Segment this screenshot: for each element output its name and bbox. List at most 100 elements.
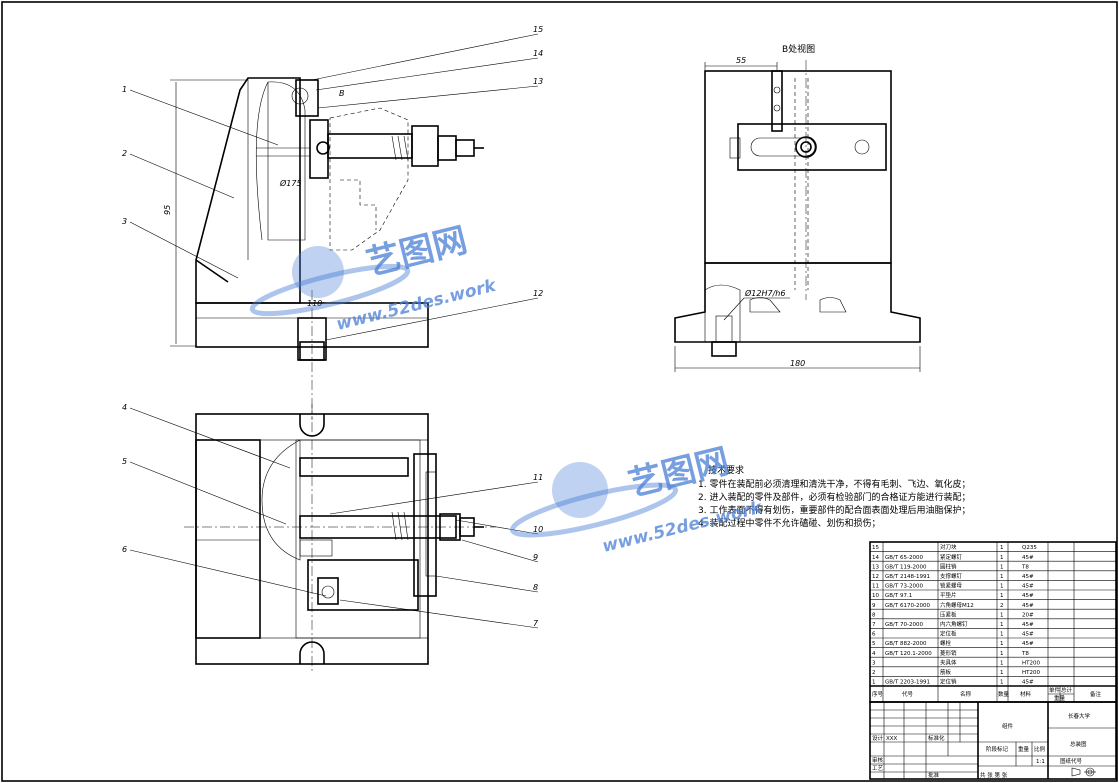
bom-cell-code: GB/T 65-2000 bbox=[885, 555, 923, 561]
bom-cell-mat: 45# bbox=[1022, 593, 1034, 599]
bom-cell-name: 锁紧螺母 bbox=[940, 582, 963, 590]
bom-cell-qty: 1 bbox=[1000, 545, 1004, 551]
tech-req-title: 技术要求 bbox=[708, 464, 744, 476]
bom-cell-name: 圆柱销 bbox=[940, 562, 957, 570]
bom-cell-code: GB/T 6170-2000 bbox=[885, 603, 930, 609]
bom-header-unit: 单件 bbox=[1049, 686, 1061, 694]
top-view bbox=[184, 404, 496, 672]
bom-cell-code: GB/T 882-2000 bbox=[885, 641, 927, 647]
tb-drawing-no: 图纸代号 bbox=[1060, 757, 1083, 765]
tech-req-line-4: 4. 装配过程中零件不允许磕碰、划伤和损伤； bbox=[698, 517, 880, 529]
dim-fit: Ø12H7/h6 bbox=[744, 288, 785, 298]
tb-drawing: 总装图 bbox=[1070, 740, 1087, 748]
bom-cell-code: GB/T 119-2000 bbox=[885, 564, 927, 570]
callout-14: 14 bbox=[533, 49, 543, 58]
tb-approve: 批准 bbox=[928, 771, 940, 779]
callout-9: 9 bbox=[533, 553, 538, 562]
bom-cell-name: 螺栓 bbox=[940, 639, 952, 647]
view-b-label: B处视图 bbox=[782, 43, 815, 55]
bom-cell-no: 5 bbox=[872, 641, 876, 647]
bom-header-total: 总计 bbox=[1061, 686, 1073, 694]
bom-cell-mat: 45# bbox=[1022, 641, 1034, 647]
bom-cell-no: 6 bbox=[872, 632, 876, 638]
callout-4: 4 bbox=[122, 403, 127, 412]
bom-header-code: 代号 bbox=[902, 690, 914, 698]
tb-weight-label: 重量 bbox=[1018, 745, 1030, 753]
bom-cell-no: 9 bbox=[872, 603, 876, 609]
bom-cell-no: 10 bbox=[872, 593, 879, 599]
bom-cell-qty: 1 bbox=[1000, 641, 1004, 647]
dim-180: 180 bbox=[790, 359, 805, 368]
callout-11: 11 bbox=[533, 473, 543, 482]
bom-header-remark: 备注 bbox=[1090, 690, 1102, 698]
callout-10: 10 bbox=[533, 525, 543, 534]
bom-header-mat: 材料 bbox=[1020, 690, 1032, 698]
bom-cell-mat: HT200 bbox=[1022, 660, 1040, 666]
callout-15: 15 bbox=[533, 25, 543, 34]
bom-cell-name: 紧定螺钉 bbox=[940, 553, 963, 561]
bom-cell-mat: 45# bbox=[1022, 632, 1034, 638]
bom-header-weight: 重量 bbox=[1054, 694, 1066, 702]
bom-cell-mat: Q235 bbox=[1022, 545, 1037, 551]
tb-std: 标准化 bbox=[928, 734, 945, 742]
bom-cell-code: GB/T 2148-1991 bbox=[885, 574, 930, 580]
bom-cell-name: 菱形销 bbox=[940, 649, 957, 657]
tb-school: 长春大学 bbox=[1068, 712, 1091, 720]
callout-6: 6 bbox=[122, 545, 127, 554]
bom-cell-no: 1 bbox=[872, 680, 876, 686]
bom-cell-qty: 1 bbox=[1000, 612, 1004, 618]
bom-cell-no: 4 bbox=[872, 651, 876, 657]
dim-95: 95 bbox=[163, 205, 172, 215]
bom-cell-name: 定位板 bbox=[940, 630, 957, 638]
bom-cell-mat: 20# bbox=[1022, 612, 1034, 618]
bom-cell-qty: 1 bbox=[1000, 555, 1004, 561]
bom-cell-mat: 45# bbox=[1022, 603, 1034, 609]
bom-cell-no: 8 bbox=[872, 612, 876, 618]
callout-7: 7 bbox=[533, 619, 539, 628]
tb-design: 设计 bbox=[872, 734, 884, 742]
callout-5: 5 bbox=[122, 457, 127, 466]
technical-requirements: 技术要求 1. 零件在装配前必须清理和清洗干净，不得有毛刺、飞边、氧化皮； 2.… bbox=[698, 464, 970, 529]
tb-sheets: 共 张 第 张 bbox=[980, 771, 1008, 779]
title-block: 组件 长春大学 总装图 阶段标记 重量 比例 1:1 图纸代号 设计 XXX 标… bbox=[869, 701, 1117, 780]
bom-cell-name: 定位销 bbox=[940, 678, 957, 686]
bom-cell-qty: 1 bbox=[1000, 564, 1004, 570]
projection-symbol-icon bbox=[1071, 767, 1096, 777]
bom-cell-name: 内六角螺钉 bbox=[940, 620, 968, 628]
watermark-1: 艺图网 www.52des.work bbox=[249, 220, 499, 335]
callout-3: 3 bbox=[122, 217, 127, 226]
tech-req-line-3: 3. 工作表面不得有划伤，重要部件的配合面表面处理后用油脂保护； bbox=[698, 504, 970, 516]
bom-cell-name: 压紧板 bbox=[940, 610, 957, 618]
bom-cell-no: 3 bbox=[872, 660, 876, 666]
bom-cell-code: GB/T 120.1-2000 bbox=[885, 651, 932, 657]
callouts-front: 1 2 3 15 14 13 12 bbox=[122, 25, 543, 341]
bom-cell-no: 14 bbox=[872, 555, 879, 561]
bom-cell-qty: 1 bbox=[1000, 584, 1004, 590]
dim-b: B bbox=[339, 89, 345, 98]
watermark-brand: 艺图网 bbox=[363, 220, 472, 283]
dim-110: 110 bbox=[307, 299, 322, 308]
dim-55: 55 bbox=[736, 56, 746, 65]
bom-cell-mat: 45# bbox=[1022, 680, 1034, 686]
tech-req-line-2: 2. 进入装配的零件及部件，必须有检验部门的合格证方能进行装配； bbox=[698, 491, 970, 503]
bom-cell-qty: 1 bbox=[1000, 660, 1004, 666]
bom-cell-qty: 1 bbox=[1000, 632, 1004, 638]
bom-cell-qty: 1 bbox=[1000, 670, 1004, 676]
tech-req-line-1: 1. 零件在装配前必须清理和清洗干净，不得有毛刺、飞边、氧化皮； bbox=[698, 478, 970, 490]
bom-cell-no: 7 bbox=[872, 622, 876, 628]
watermark-globe-icon bbox=[552, 462, 608, 518]
bom-cell-qty: 1 bbox=[1000, 680, 1004, 686]
bom-cell-code: GB/T 73-2000 bbox=[885, 584, 923, 590]
callout-1: 1 bbox=[122, 85, 127, 94]
bom-cell-name: 对刀块 bbox=[940, 543, 957, 551]
watermark-globe-icon bbox=[292, 246, 344, 298]
callout-2: 2 bbox=[122, 149, 127, 158]
bom-cell-name: 平垫片 bbox=[940, 591, 957, 599]
tb-scale-label: 比例 bbox=[1034, 745, 1046, 753]
bom-cell-name: 支撑螺钉 bbox=[940, 572, 963, 580]
side-view-b: B处视图 55 180 Ø12H7/h6 bbox=[674, 43, 921, 372]
bom-cell-name: 筋板 bbox=[940, 668, 952, 676]
